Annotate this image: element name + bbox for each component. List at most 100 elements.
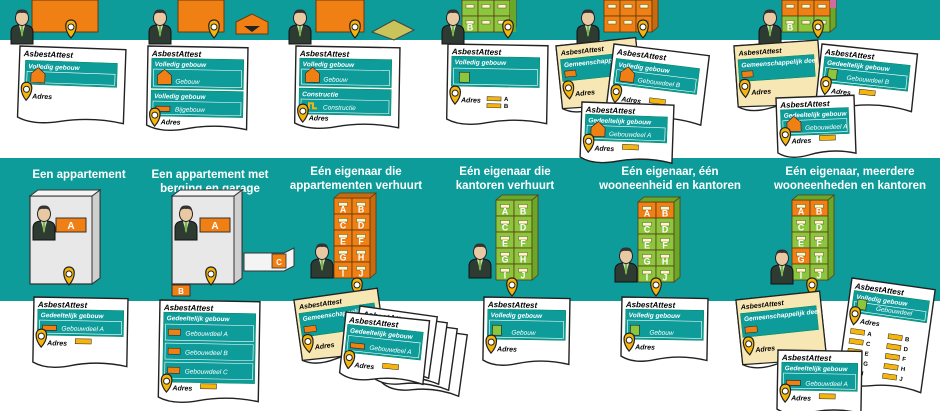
document-title: AsbestAttest bbox=[779, 99, 830, 110]
address-label: Adres bbox=[754, 345, 776, 354]
person-hair bbox=[446, 9, 460, 16]
unit-letter: B bbox=[816, 207, 822, 217]
unit-letter: G bbox=[340, 253, 347, 263]
pin-dot bbox=[304, 337, 312, 345]
unit-window bbox=[497, 4, 507, 9]
part-icon bbox=[827, 68, 838, 81]
person-hair bbox=[15, 9, 29, 16]
unit-window bbox=[500, 252, 510, 257]
document-title: AsbestAttest bbox=[781, 353, 832, 363]
building-side bbox=[673, 196, 681, 283]
block-top bbox=[170, 189, 244, 197]
part-icon bbox=[349, 342, 366, 350]
unit-window bbox=[660, 254, 670, 259]
unit-letter: F bbox=[662, 241, 668, 251]
unit-window bbox=[481, 20, 491, 25]
address-label: Adres bbox=[308, 115, 329, 122]
location-pin-icon bbox=[65, 19, 77, 39]
person-icon bbox=[468, 243, 492, 279]
unit-letter: A bbox=[644, 209, 651, 219]
part-icon bbox=[786, 379, 801, 386]
unit-letter: B bbox=[520, 207, 526, 217]
unit-window bbox=[500, 204, 510, 209]
unit-letter: F bbox=[902, 357, 907, 363]
person-hair bbox=[179, 205, 193, 212]
unit-letter: E bbox=[340, 237, 346, 247]
pin-dot bbox=[851, 310, 859, 318]
address-code bbox=[883, 363, 899, 371]
unit-letter: I bbox=[861, 371, 864, 377]
person-icon bbox=[288, 9, 312, 45]
section-part: Constructie bbox=[323, 104, 356, 112]
person-hair bbox=[775, 249, 789, 256]
unit-window bbox=[465, 20, 475, 25]
unit-letter: D bbox=[520, 223, 526, 233]
document-title: AsbestAttest bbox=[560, 46, 605, 58]
section-label: Gedeeltelijk gebouw bbox=[785, 365, 849, 373]
unit-window bbox=[518, 204, 528, 209]
unit-letter: J bbox=[663, 273, 668, 283]
unit-window bbox=[500, 268, 510, 273]
section-part: Gebouwdeel B bbox=[185, 349, 228, 357]
unit-window bbox=[465, 4, 475, 9]
unit-letter: I bbox=[504, 271, 506, 281]
address-code bbox=[848, 337, 864, 346]
unit-window bbox=[338, 266, 348, 271]
location-pin-icon bbox=[562, 80, 575, 100]
location-pin-icon bbox=[502, 19, 514, 39]
building-side bbox=[369, 192, 377, 279]
part-icon bbox=[630, 324, 640, 336]
section-inner bbox=[614, 69, 697, 93]
person-tie bbox=[624, 264, 628, 275]
unit-window bbox=[500, 220, 510, 225]
section-inner bbox=[452, 67, 538, 86]
document-section bbox=[737, 54, 816, 82]
section-label: Volledig gebouw bbox=[491, 312, 543, 320]
unit-window bbox=[796, 252, 806, 257]
unit-window bbox=[518, 236, 528, 241]
section-inner bbox=[626, 319, 702, 339]
location-pin-icon bbox=[779, 127, 792, 147]
person-tie bbox=[158, 26, 162, 37]
section-label: Gedeeltelijk gebouw bbox=[588, 117, 652, 126]
unit-window bbox=[338, 250, 348, 255]
unit-window bbox=[642, 206, 652, 211]
building-mixed: B bbox=[780, 0, 837, 33]
location-pin-icon bbox=[738, 78, 751, 99]
part-icon bbox=[168, 328, 181, 336]
unit-window bbox=[607, 4, 617, 9]
person-hair bbox=[473, 243, 487, 250]
unit-letter: H bbox=[662, 257, 668, 267]
title-owner-one-unit: Eén eigenaar, één wooneenheid en kantore… bbox=[599, 166, 741, 192]
unit-window bbox=[518, 252, 528, 257]
unit-letter: B bbox=[467, 23, 473, 33]
location-pin-icon bbox=[20, 81, 33, 102]
document-title: AsbestAttest bbox=[487, 300, 538, 310]
building-side bbox=[651, 0, 659, 33]
unit-letter: J bbox=[817, 271, 822, 281]
unit-letter: C bbox=[340, 221, 347, 231]
unit-window bbox=[660, 270, 670, 275]
location-pin-icon bbox=[742, 336, 755, 356]
address-label: Adres bbox=[31, 93, 52, 101]
unit-letter: H bbox=[900, 367, 905, 374]
unit-letter: A bbox=[504, 97, 509, 103]
section-inner bbox=[152, 68, 242, 88]
address-code bbox=[819, 134, 836, 141]
building-orange bbox=[602, 0, 659, 33]
pin-dot bbox=[299, 107, 307, 115]
pin-dot bbox=[745, 340, 753, 348]
pin-dot bbox=[808, 281, 816, 289]
pin-dot bbox=[163, 377, 171, 385]
unit-letter: C bbox=[865, 342, 871, 349]
location-pin-icon bbox=[637, 19, 649, 39]
unit-letter: H bbox=[520, 255, 526, 265]
part-icon bbox=[459, 71, 470, 83]
address-code bbox=[858, 88, 876, 97]
person-icon bbox=[310, 243, 334, 279]
section-part: Bijgebouw bbox=[175, 106, 206, 114]
